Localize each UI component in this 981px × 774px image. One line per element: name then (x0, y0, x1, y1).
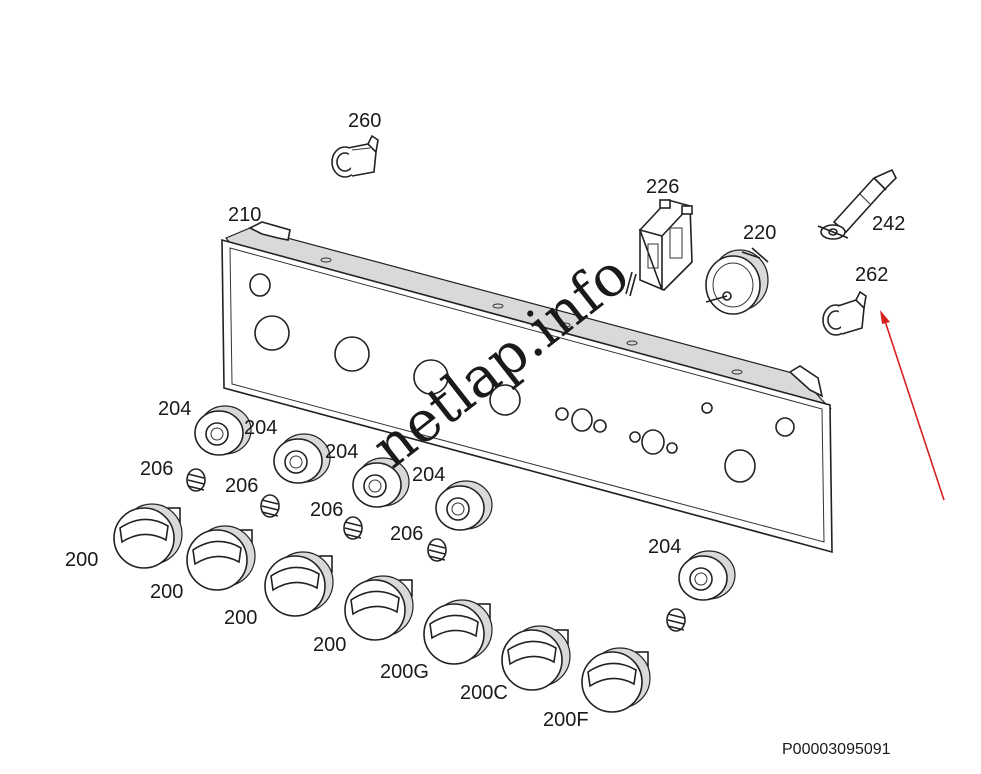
bezel-204-1 (194, 405, 252, 456)
label-220: 220 (743, 222, 776, 244)
control-panel-210 (221, 221, 833, 554)
bezel-204-5 (678, 550, 736, 601)
knob-200g (423, 599, 493, 665)
knob-200c (501, 625, 571, 691)
bezel-204-3 (352, 457, 410, 508)
knob-200-1 (113, 503, 183, 569)
switch-226 (625, 199, 693, 297)
label-204-1: 204 (158, 398, 191, 420)
spring-206-3 (343, 516, 363, 540)
label-206-1: 206 (140, 458, 173, 480)
label-260: 260 (348, 110, 381, 132)
label-204-4: 204 (412, 464, 445, 486)
thermostat-242 (817, 168, 897, 240)
label-206-3: 206 (310, 499, 343, 521)
label-204-5: 204 (648, 536, 681, 558)
knob-200-4 (344, 575, 414, 641)
label-200f: 200F (543, 709, 589, 731)
knob-200-2 (186, 525, 256, 591)
label-204-2: 204 (244, 417, 277, 439)
knob-200f (581, 647, 651, 713)
timer-220 (705, 247, 769, 315)
bezel-204-4 (435, 480, 493, 531)
label-200-3: 200 (224, 607, 257, 629)
bezel-204-2 (273, 433, 331, 484)
label-206-2: 206 (225, 475, 258, 497)
label-206-4: 206 (390, 523, 423, 545)
spring-206-5 (666, 608, 686, 632)
label-200-2: 200 (150, 581, 183, 603)
spring-206-1 (186, 468, 206, 492)
red-arrow (880, 310, 945, 501)
lamp-holder-260 (331, 134, 379, 178)
label-226: 226 (646, 176, 679, 198)
label-262: 262 (855, 264, 888, 286)
knob-200-3 (264, 551, 334, 617)
spring-206-4 (427, 538, 447, 562)
label-210: 210 (228, 204, 261, 226)
label-204-3: 204 (325, 441, 358, 463)
label-200-1: 200 (65, 549, 98, 571)
label-200-4: 200 (313, 634, 346, 656)
label-200g: 200G (380, 661, 429, 683)
lamp-holder-262 (822, 290, 867, 336)
label-242: 242 (872, 213, 905, 235)
document-code: P00003095091 (782, 741, 891, 758)
spring-206-2 (260, 494, 280, 518)
label-200c: 200C (460, 682, 508, 704)
